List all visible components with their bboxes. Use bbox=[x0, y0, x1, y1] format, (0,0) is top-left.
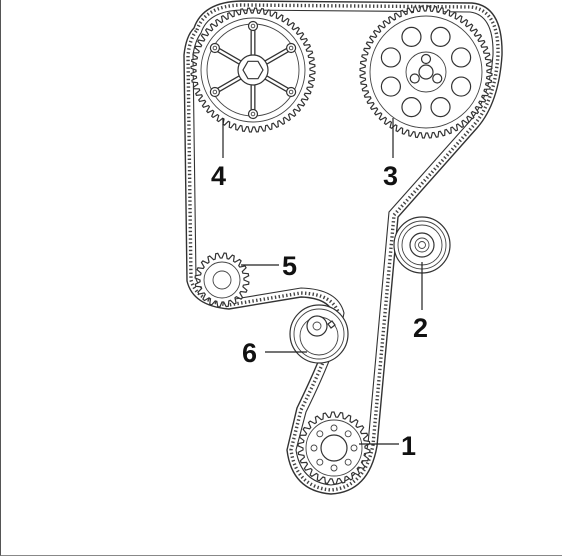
camshaft-sprocket-exhaust bbox=[359, 5, 493, 139]
hub-bolt-center bbox=[288, 45, 294, 51]
bolt-hole bbox=[316, 430, 324, 438]
lightening-hole bbox=[451, 47, 472, 68]
camshaft-sprocket-intake bbox=[190, 7, 316, 133]
idler-pulley bbox=[393, 216, 451, 274]
belt-outer-edge bbox=[183, 0, 503, 495]
gear-hub bbox=[212, 270, 232, 290]
callout-6: 6 bbox=[242, 338, 257, 368]
hub-bolt bbox=[286, 42, 297, 54]
callout-4: 4 bbox=[211, 161, 226, 191]
hub-bolt bbox=[420, 53, 432, 65]
hub-bolt-center bbox=[250, 111, 256, 117]
gear-rim bbox=[200, 17, 306, 123]
hub-bolt bbox=[209, 42, 220, 54]
lightening-hole bbox=[451, 76, 472, 97]
pulley-center bbox=[418, 241, 426, 249]
hub-bolt bbox=[409, 73, 420, 84]
hub-bolt bbox=[247, 108, 259, 120]
gear-rim bbox=[305, 419, 363, 477]
lightening-hole bbox=[401, 26, 422, 47]
pulley-bearing-inner bbox=[414, 237, 430, 253]
lightening-hole bbox=[380, 76, 401, 97]
hub-bolt bbox=[286, 86, 297, 98]
auxiliary-sprocket bbox=[194, 252, 250, 308]
adjuster-tab bbox=[327, 320, 336, 329]
callout-2: 2 bbox=[413, 313, 428, 343]
crank-hub bbox=[320, 434, 348, 462]
hub-center bbox=[418, 64, 434, 80]
hub-bolt bbox=[432, 73, 443, 84]
lightening-hole bbox=[430, 26, 451, 47]
eccentric-center bbox=[312, 321, 322, 331]
bolt-hole bbox=[350, 444, 358, 452]
bolt-hole bbox=[316, 458, 324, 466]
bolt-hole bbox=[330, 464, 338, 472]
hub-bolt-center bbox=[212, 89, 218, 95]
hub-bolt bbox=[209, 86, 220, 98]
bolt-hole bbox=[344, 430, 352, 438]
callout-5: 5 bbox=[282, 251, 297, 281]
pulley-bearing bbox=[409, 232, 435, 258]
bolt-hole bbox=[310, 444, 318, 452]
callout-1: 1 bbox=[401, 431, 416, 461]
callout-3: 3 bbox=[383, 161, 398, 191]
lightening-hole bbox=[380, 47, 401, 68]
bolt-hole bbox=[344, 458, 352, 466]
hub-bolt-center bbox=[212, 45, 218, 51]
hub-hex-nut bbox=[242, 60, 264, 80]
lightening-hole bbox=[401, 97, 422, 118]
tensioner-pulley bbox=[289, 304, 349, 364]
gear-teeth bbox=[194, 252, 250, 308]
hub-bolt bbox=[247, 20, 259, 32]
pulley-ring bbox=[293, 308, 345, 360]
crankshaft-sprocket bbox=[297, 411, 371, 485]
bolt-hole bbox=[330, 424, 338, 432]
gear-rim bbox=[369, 15, 483, 129]
hub-ring bbox=[405, 51, 447, 93]
eccentric-hub bbox=[306, 315, 328, 337]
hub-bolt-center bbox=[250, 23, 256, 29]
lightening-hole bbox=[430, 97, 451, 118]
gear-rim bbox=[203, 261, 241, 299]
hub-bolt-center bbox=[288, 89, 294, 95]
